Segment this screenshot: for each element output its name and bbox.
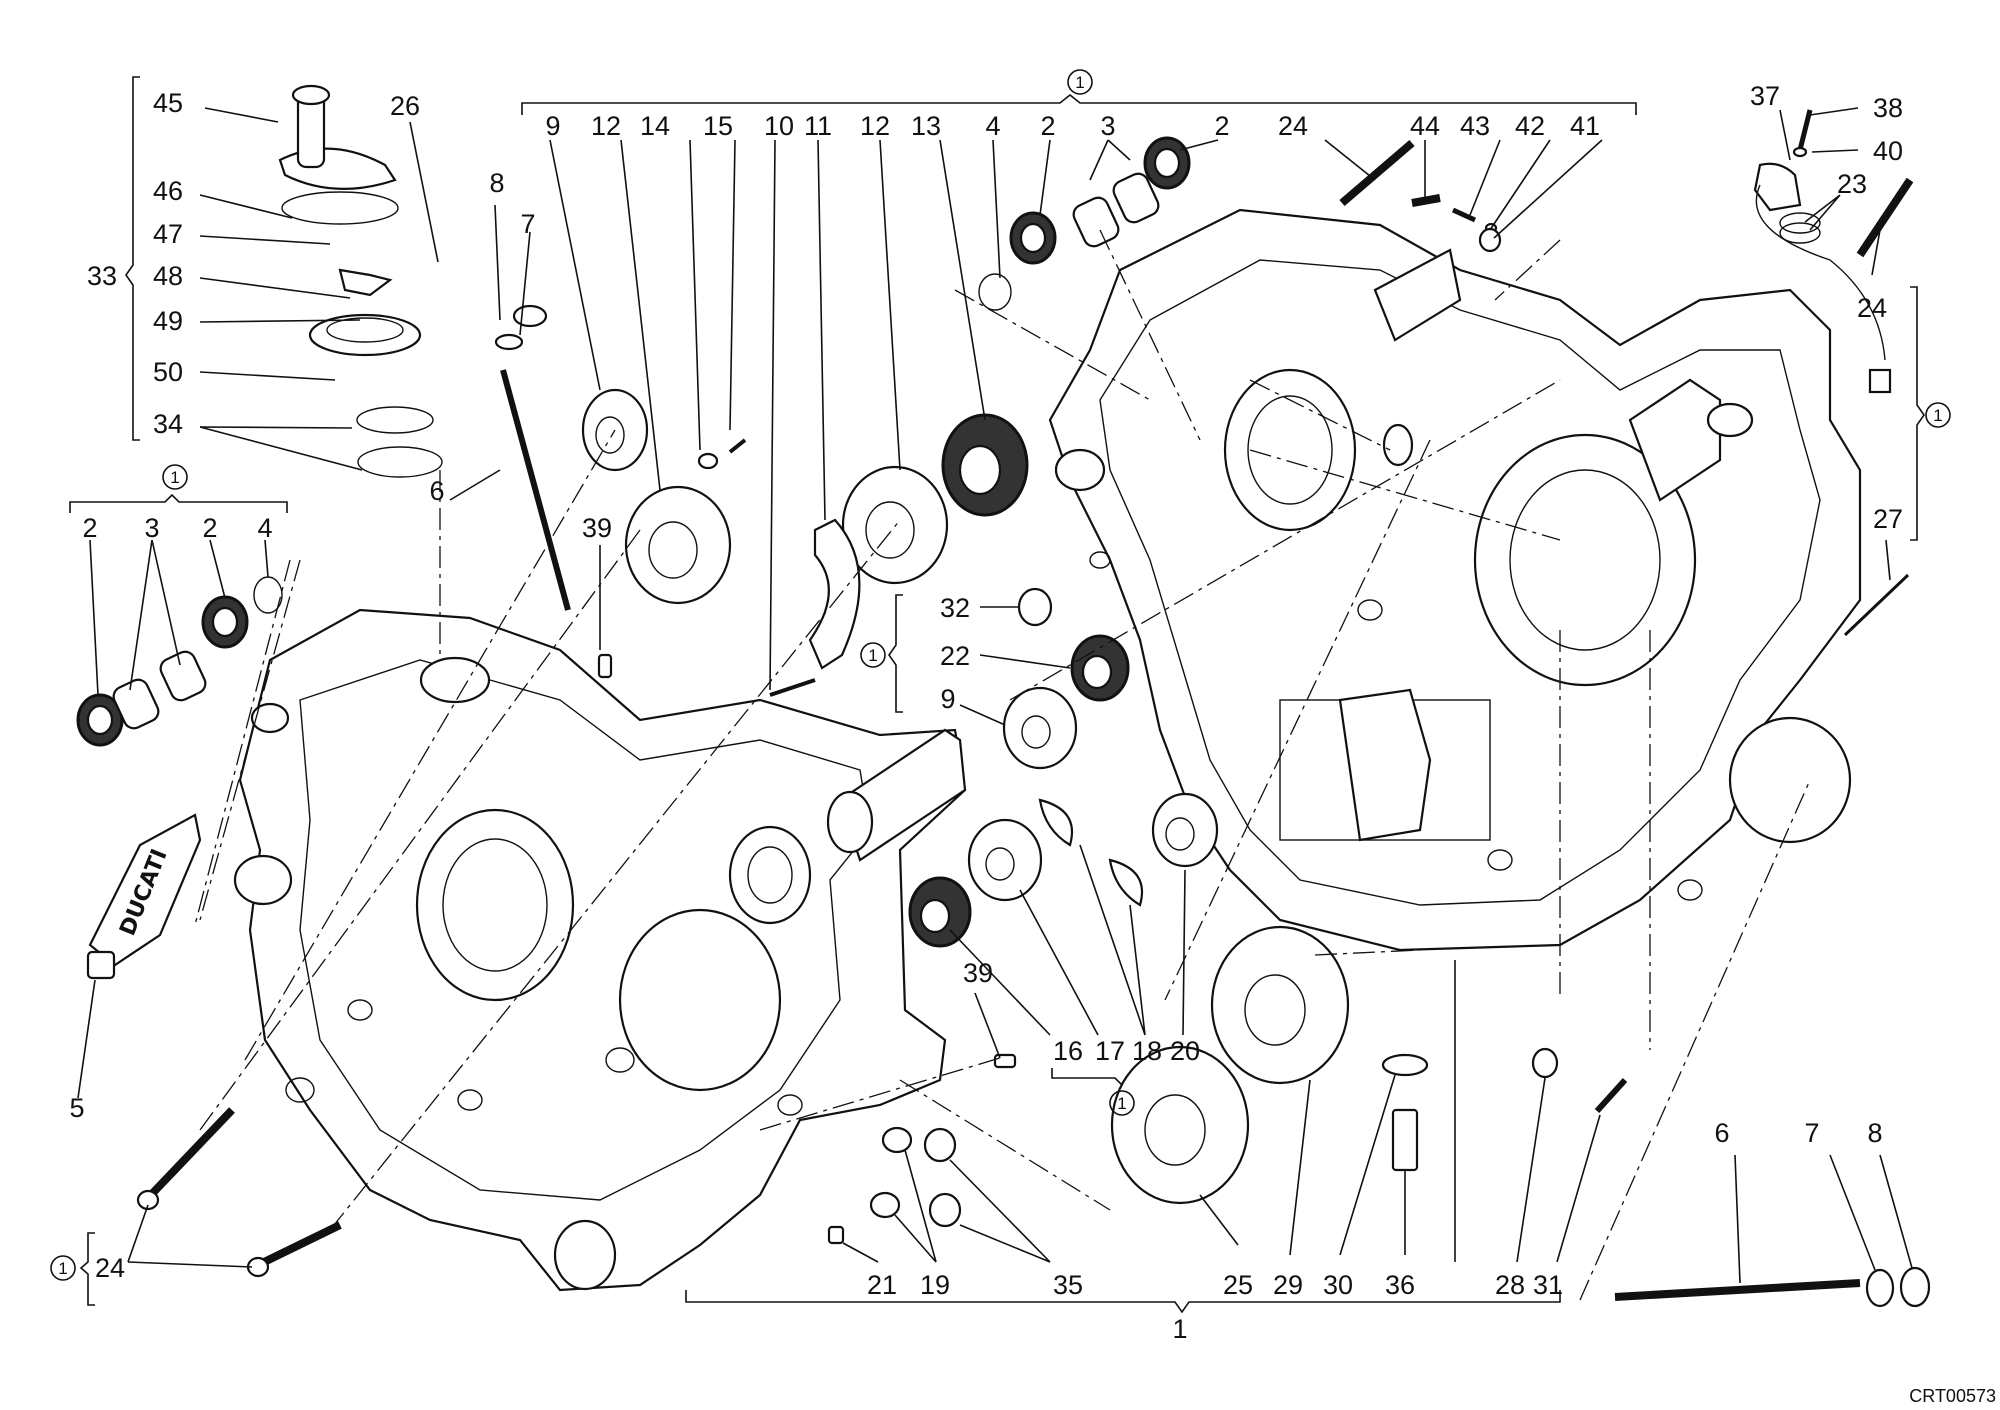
callout: 24: [1857, 293, 1887, 323]
callout: 17: [1095, 1036, 1125, 1066]
svg-text:1: 1: [58, 1259, 67, 1278]
callout: 22: [940, 641, 970, 671]
callout: 3: [144, 513, 159, 543]
callout: 6: [1714, 1118, 1729, 1148]
assembly-lines: [194, 229, 1811, 1301]
callout: 41: [1570, 111, 1600, 141]
sensor-37-shape: [1753, 162, 1802, 212]
callout: 50: [153, 357, 183, 387]
brace-bottom-left: [79, 1232, 95, 1306]
brace-32-22-9: [888, 594, 903, 713]
callout: 9: [940, 684, 955, 714]
svg-text:1: 1: [1933, 406, 1942, 425]
callout: 29: [1273, 1270, 1303, 1300]
svg-text:1: 1: [1075, 73, 1084, 92]
callout: 40: [1873, 136, 1903, 166]
callout: 33: [87, 261, 117, 291]
callout: 35: [1053, 1270, 1083, 1300]
bracket-bottom: [685, 1290, 1561, 1314]
callout: 26: [390, 91, 420, 121]
callout: 2: [82, 513, 97, 543]
callout: 32: [940, 593, 970, 623]
callout: 19: [920, 1270, 950, 1300]
callout-labels: 45 26 46 47 48 49 50 34 33 8 7 6 39 9 12…: [69, 81, 1903, 1344]
callout: 44: [1410, 111, 1440, 141]
callout: 39: [963, 958, 993, 988]
drawing-layer: DUCATI: [69, 76, 1931, 1314]
bearings-top-group: [978, 136, 1191, 311]
callout: 13: [911, 111, 941, 141]
circled-mark-bottom: 1: [1109, 1090, 1135, 1116]
callout: 4: [257, 513, 272, 543]
callout: 43: [1460, 111, 1490, 141]
callout: 10: [764, 111, 794, 141]
callout: 24: [95, 1253, 125, 1283]
stud-6-shape: [500, 369, 571, 611]
callout: 45: [153, 88, 183, 118]
callout: 27: [1873, 504, 1903, 534]
callout: 9: [545, 111, 560, 141]
callout: 36: [1385, 1270, 1415, 1300]
brace-33: [125, 76, 140, 441]
callout: 46: [153, 176, 183, 206]
callout: 39: [582, 513, 612, 543]
callout: 2: [202, 513, 217, 543]
callout: 14: [640, 111, 670, 141]
callout: 49: [153, 306, 183, 336]
callout: 38: [1873, 93, 1903, 123]
callout: 8: [1867, 1118, 1882, 1148]
callout: 18: [1132, 1036, 1162, 1066]
callout: 16: [1053, 1036, 1083, 1066]
callout: 23: [1837, 169, 1867, 199]
callout: 2: [1214, 111, 1229, 141]
callout: 47: [153, 219, 183, 249]
callout: 25: [1223, 1270, 1253, 1300]
callout: 12: [591, 111, 621, 141]
circled-mark-bottom-left: 1: [50, 1255, 76, 1281]
circled-mark-top: 1: [1067, 69, 1093, 95]
circled-mark-middle: 1: [860, 642, 886, 668]
bearings-left-group: [76, 576, 283, 747]
bracket-left: [69, 493, 288, 513]
brace-right: [1910, 286, 1925, 541]
callout: 37: [1750, 81, 1780, 111]
reference-code: CRT00573: [1909, 1386, 1996, 1406]
circled-marks: 1 1 1 1 1 1: [50, 69, 1951, 1281]
bracket-top: [521, 93, 1637, 115]
callout: 24: [1278, 111, 1308, 141]
callout: 7: [520, 209, 535, 239]
callout: 34: [153, 409, 183, 439]
callout: 11: [804, 111, 832, 141]
leader-lines: [77, 107, 1913, 1284]
callout: 48: [153, 261, 183, 291]
callout: 30: [1323, 1270, 1353, 1300]
callout: 7: [1804, 1118, 1819, 1148]
circled-mark-right: 1: [1925, 402, 1951, 428]
callout: 42: [1515, 111, 1545, 141]
crankcase-right: [1048, 208, 1862, 952]
svg-text:1: 1: [868, 646, 877, 665]
clip-plate: [808, 518, 861, 670]
callout: 3: [1100, 111, 1115, 141]
callout: 20: [1170, 1036, 1200, 1066]
callout: 8: [489, 168, 504, 198]
callout: 21: [867, 1270, 897, 1300]
callout: 28: [1495, 1270, 1525, 1300]
callout: 1: [1172, 1314, 1187, 1344]
svg-text:1: 1: [170, 468, 179, 487]
callout: 12: [860, 111, 890, 141]
callout: 5: [69, 1093, 84, 1123]
circled-mark-left: 1: [162, 464, 188, 490]
callout: 2: [1040, 111, 1055, 141]
callout: 4: [985, 111, 1000, 141]
callout: 6: [429, 476, 444, 506]
callout: 15: [703, 111, 733, 141]
callout: 31: [1533, 1270, 1563, 1300]
sealant-tube: DUCATI: [86, 813, 202, 980]
svg-text:1: 1: [1117, 1094, 1126, 1113]
crankcase-left: [233, 608, 967, 1292]
breather-cover: [278, 84, 443, 478]
